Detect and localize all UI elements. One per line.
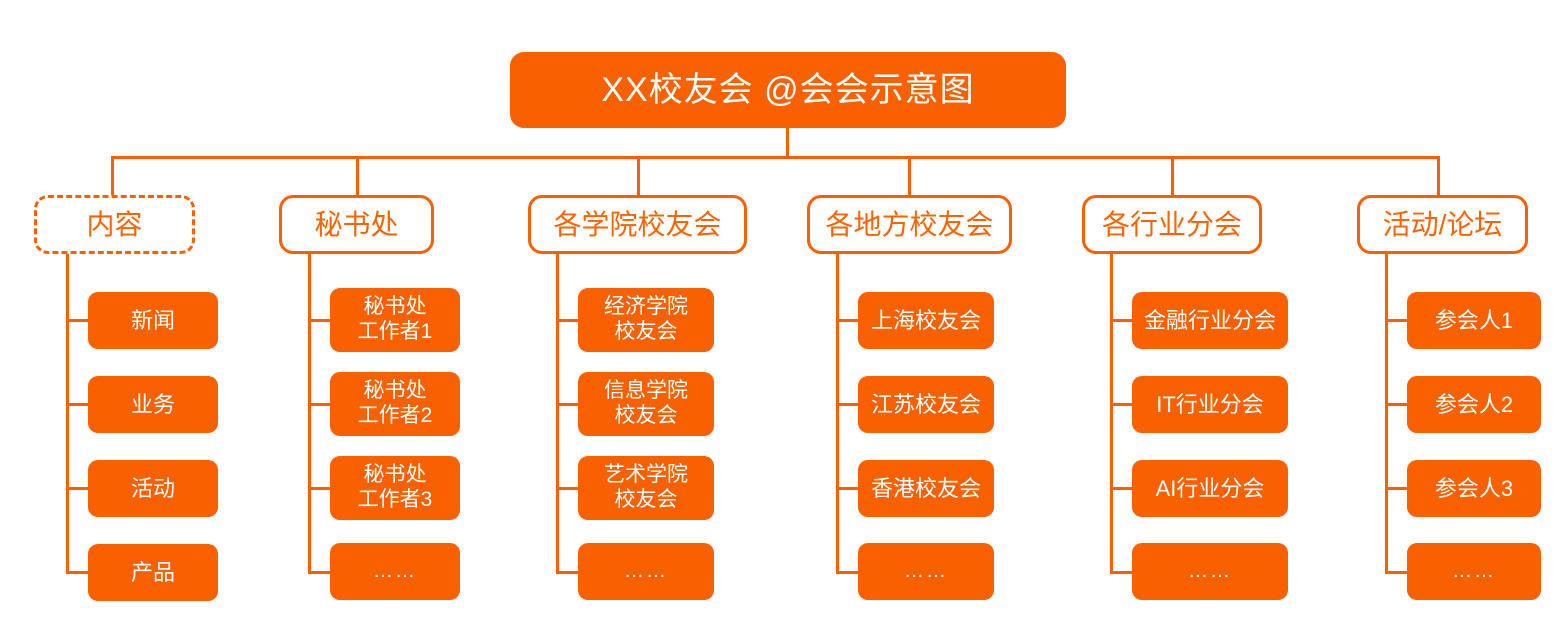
- child-node-5-1[interactable]: 金融行业分会: [1132, 292, 1288, 349]
- child-node-4-4[interactable]: ……: [858, 543, 994, 600]
- child-node-3-1[interactable]: 经济学院 校友会: [578, 288, 714, 352]
- child-node-1-2[interactable]: 业务: [88, 376, 218, 433]
- child-node-2-2[interactable]: 秘书处 工作者2: [330, 372, 460, 436]
- child-node-1-3[interactable]: 活动: [88, 460, 218, 517]
- branch-drop-connector-4: [908, 156, 911, 197]
- child-stub-connector-4-3: [836, 487, 860, 490]
- child-node-5-4[interactable]: ……: [1132, 543, 1288, 600]
- child-node-6-3[interactable]: 参会人3: [1407, 460, 1541, 517]
- child-node-3-3[interactable]: 艺术学院 校友会: [578, 456, 714, 520]
- child-stub-connector-1-4: [66, 571, 90, 574]
- branch-node-4[interactable]: 各地方校友会: [807, 195, 1012, 254]
- child-stub-connector-3-4: [556, 571, 580, 574]
- child-stub-connector-6-4: [1385, 571, 1409, 574]
- child-stub-connector-5-4: [1110, 571, 1134, 574]
- branch-spine-connector-6: [1385, 254, 1388, 571]
- branch-drop-connector-2: [356, 156, 359, 197]
- child-stub-connector-2-3: [308, 487, 332, 490]
- child-stub-connector-2-2: [308, 403, 332, 406]
- branch-node-6[interactable]: 活动/论坛: [1357, 195, 1528, 254]
- level2-bus-connector: [111, 156, 1438, 159]
- branch-spine-connector-3: [556, 254, 559, 571]
- child-stub-connector-6-2: [1385, 403, 1409, 406]
- child-stub-connector-3-1: [556, 319, 580, 322]
- child-stub-connector-4-4: [836, 571, 860, 574]
- branch-drop-connector-1: [111, 156, 114, 197]
- child-node-5-2[interactable]: IT行业分会: [1132, 376, 1288, 433]
- child-node-3-2[interactable]: 信息学院 校友会: [578, 372, 714, 436]
- child-stub-connector-6-3: [1385, 487, 1409, 490]
- child-stub-connector-5-3: [1110, 487, 1134, 490]
- child-node-1-1[interactable]: 新闻: [88, 292, 218, 349]
- branch-node-1[interactable]: 内容: [34, 195, 195, 254]
- child-stub-connector-1-1: [66, 319, 90, 322]
- branch-node-3[interactable]: 各学院校友会: [528, 195, 747, 254]
- child-node-1-4[interactable]: 产品: [88, 544, 218, 601]
- child-stub-connector-4-1: [836, 319, 860, 322]
- root-node[interactable]: XX校友会 @会会示意图: [510, 52, 1066, 128]
- branch-drop-connector-5: [1171, 156, 1174, 197]
- child-stub-connector-3-3: [556, 487, 580, 490]
- child-stub-connector-3-2: [556, 403, 580, 406]
- child-node-2-4[interactable]: ……: [330, 543, 460, 600]
- child-node-6-4[interactable]: ……: [1407, 543, 1541, 600]
- branch-node-5[interactable]: 各行业分会: [1082, 195, 1262, 254]
- child-stub-connector-1-2: [66, 403, 90, 406]
- child-node-6-1[interactable]: 参会人1: [1407, 292, 1541, 349]
- branch-drop-connector-3: [637, 156, 640, 197]
- child-stub-connector-2-1: [308, 319, 332, 322]
- child-stub-connector-5-1: [1110, 319, 1134, 322]
- root-stem-connector: [786, 128, 789, 158]
- child-node-3-4[interactable]: ……: [578, 543, 714, 600]
- branch-spine-connector-4: [836, 254, 839, 571]
- child-node-2-1[interactable]: 秘书处 工作者1: [330, 288, 460, 352]
- child-node-4-2[interactable]: 江苏校友会: [858, 376, 994, 433]
- branch-drop-connector-6: [1437, 156, 1440, 197]
- branch-spine-connector-5: [1110, 254, 1113, 571]
- child-stub-connector-6-1: [1385, 319, 1409, 322]
- child-stub-connector-5-2: [1110, 403, 1134, 406]
- branch-spine-connector-2: [308, 254, 311, 571]
- child-node-2-3[interactable]: 秘书处 工作者3: [330, 456, 460, 520]
- branch-spine-connector-1: [66, 254, 69, 571]
- branch-node-2[interactable]: 秘书处: [279, 195, 434, 254]
- child-stub-connector-4-2: [836, 403, 860, 406]
- child-stub-connector-1-3: [66, 487, 90, 490]
- child-node-4-1[interactable]: 上海校友会: [858, 292, 994, 349]
- child-node-5-3[interactable]: AI行业分会: [1132, 460, 1288, 517]
- child-stub-connector-2-4: [308, 571, 332, 574]
- child-node-4-3[interactable]: 香港校友会: [858, 460, 994, 517]
- child-node-6-2[interactable]: 参会人2: [1407, 376, 1541, 433]
